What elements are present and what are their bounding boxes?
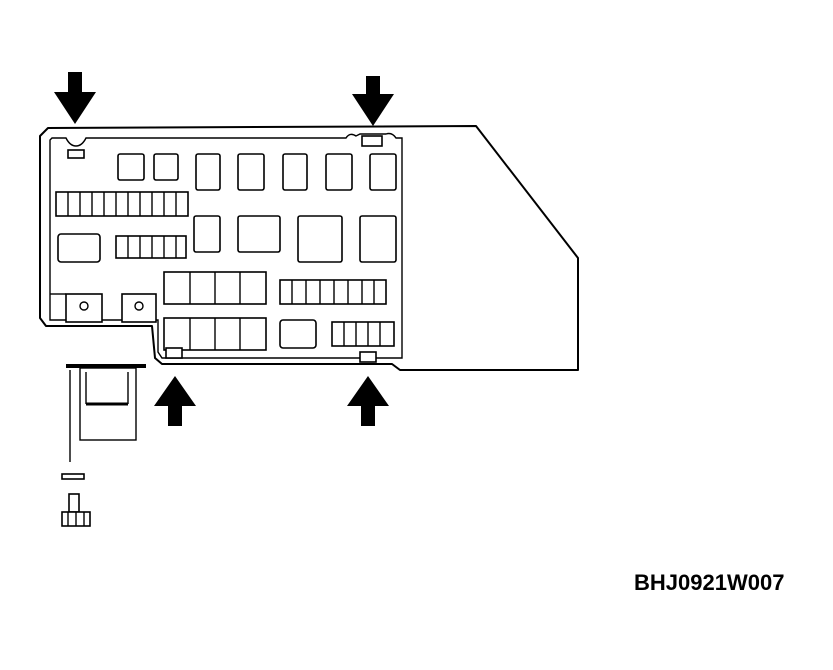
arrow-up-icon xyxy=(154,376,196,426)
clips xyxy=(67,135,383,363)
connector-bracket xyxy=(66,364,146,462)
bolt-icon xyxy=(61,473,91,527)
relay-row-lower xyxy=(163,271,395,351)
arrow-up-icon xyxy=(347,376,389,426)
figure-code: BHJ0921W007 xyxy=(634,570,785,595)
relay-row-middle xyxy=(57,215,397,263)
relay-row-top xyxy=(117,153,397,191)
arrow-down-icon xyxy=(352,76,394,126)
fuse-strip-left xyxy=(55,191,189,217)
fuse-box-housing xyxy=(39,125,579,371)
fuse-box-panel xyxy=(49,132,403,359)
mounting-tabs xyxy=(50,293,157,323)
arrow-down-icon xyxy=(54,72,96,124)
